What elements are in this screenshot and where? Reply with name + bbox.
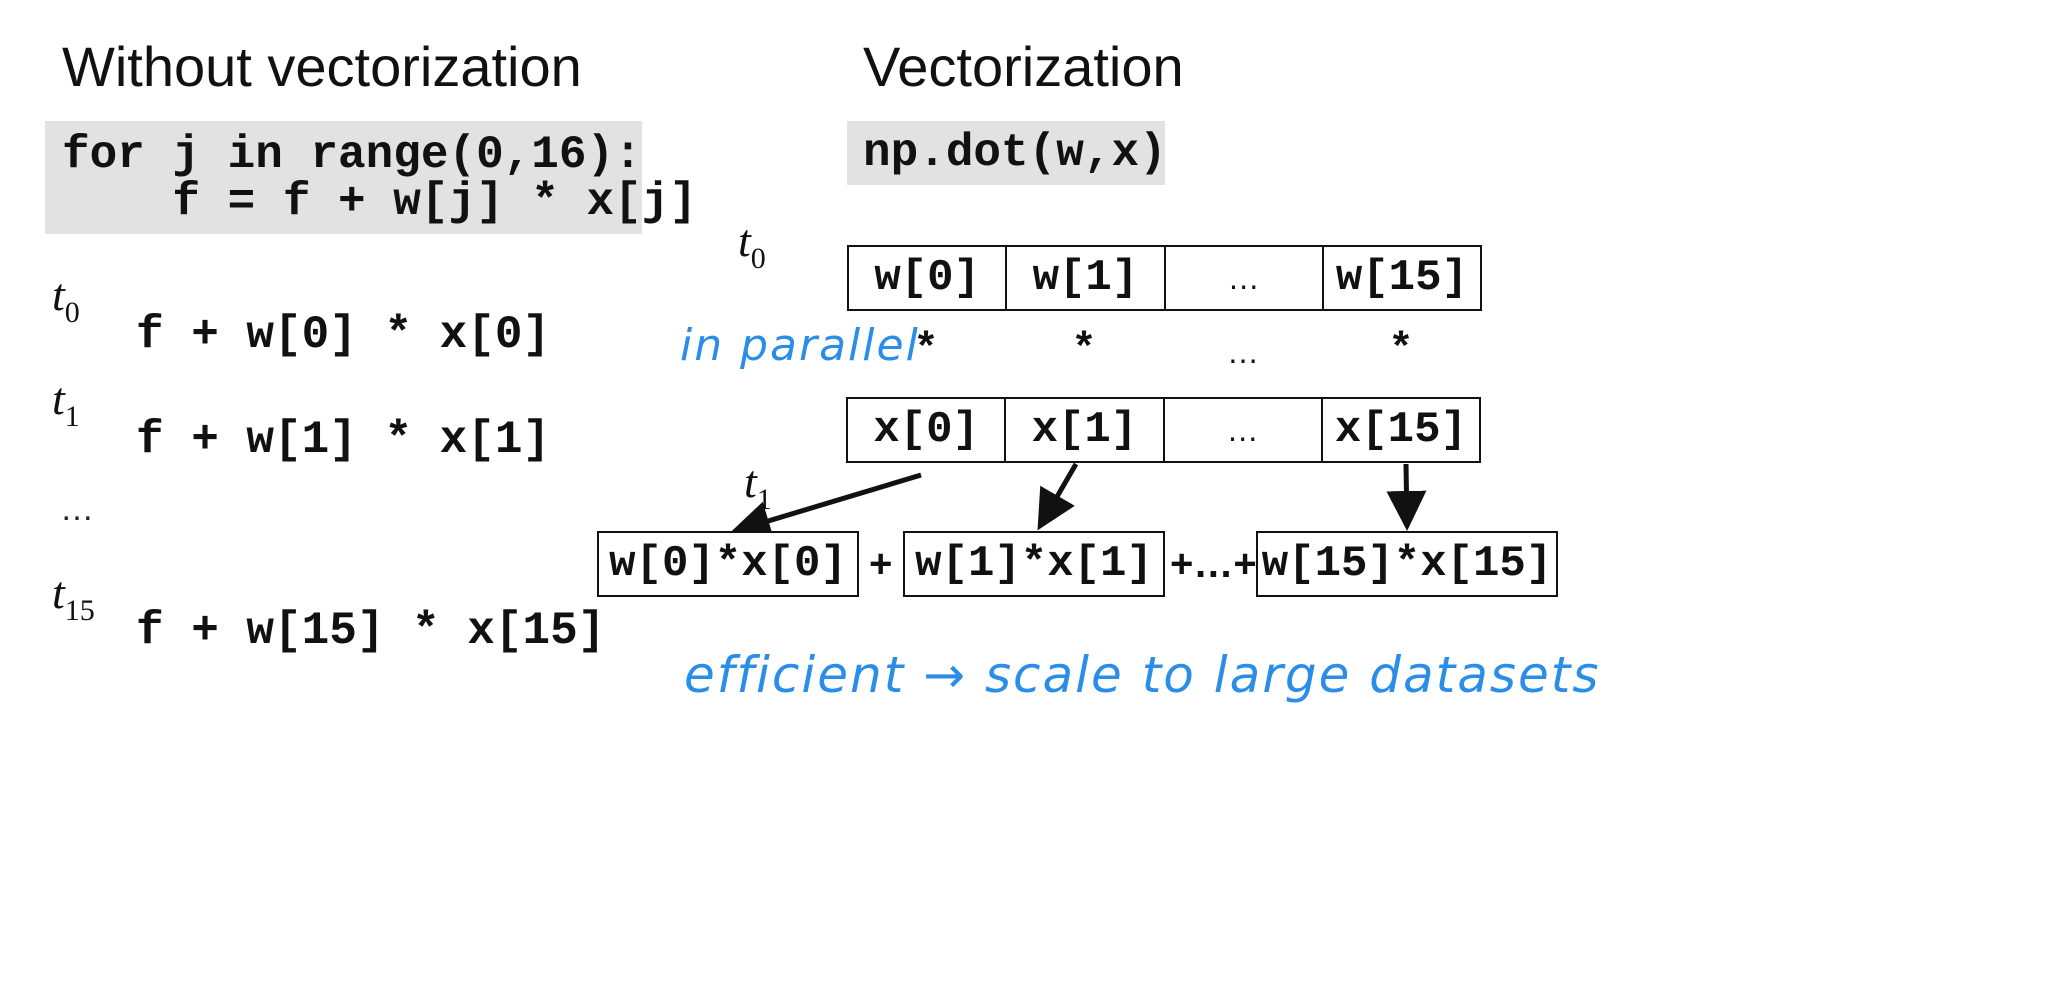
loop-code-line-1: for j in range(0,16): — [62, 129, 642, 181]
w-cell: w[1] — [1005, 247, 1163, 309]
multiply-operator: * — [1388, 326, 1414, 374]
efficient-annotation: efficient → scale to large datasets — [684, 646, 1601, 704]
w-cell: w[0] — [874, 253, 980, 303]
arrow-15 — [1386, 463, 1427, 531]
np-dot-code-block: np.dot(w,x) — [847, 121, 1167, 185]
plus-sign: + — [869, 542, 893, 586]
x-cell-ellipsis: … — [1162, 399, 1321, 461]
x-cell: x[0] — [873, 405, 979, 455]
x-cell: x[15] — [1320, 399, 1479, 461]
w-cell: w[15] — [1321, 247, 1480, 309]
operator-ellipsis: … — [1227, 334, 1259, 370]
right-title: Vectorization — [863, 35, 1184, 98]
x-cell: x[1] — [1004, 399, 1162, 461]
steps-ellipsis: … — [60, 490, 94, 528]
time-label-t0: t0 — [52, 269, 80, 329]
product-box-1: w[1]*x[1] — [903, 531, 1165, 597]
time-label-t1: t1 — [52, 373, 80, 433]
np-dot-code: np.dot(w,x) — [863, 127, 1167, 179]
loop-code-line-2: f = f + w[j] * x[j] — [62, 176, 697, 228]
product-box-0: w[0]*x[0] — [597, 531, 859, 597]
step-expression-15: f + w[15] * x[15] — [136, 605, 606, 657]
x-vector-row: x[0] x[1] … x[15] — [846, 397, 1481, 463]
step-expression-0: f + w[0] * x[0] — [136, 309, 551, 361]
plus-ellipsis-plus: +…+ — [1170, 542, 1257, 586]
arrow-1 — [1037, 462, 1079, 531]
product-box-15: w[15]*x[15] — [1256, 531, 1558, 597]
time-label-right-t0: t0 — [738, 215, 766, 275]
left-title: Without vectorization — [62, 35, 582, 98]
w-vector-row: w[0] w[1] … w[15] — [847, 245, 1482, 311]
multiply-operator: * — [913, 326, 939, 374]
step-expression-1: f + w[1] * x[1] — [136, 414, 551, 466]
multiply-operator: * — [1071, 326, 1097, 374]
w-cell-ellipsis: … — [1163, 247, 1322, 309]
loop-code-block: for j in range(0,16): f = f + w[j] * x[j… — [45, 121, 697, 234]
time-label-t15: t15 — [52, 567, 95, 627]
in-parallel-annotation: in parallel — [680, 320, 920, 371]
arrow-0 — [730, 472, 922, 541]
